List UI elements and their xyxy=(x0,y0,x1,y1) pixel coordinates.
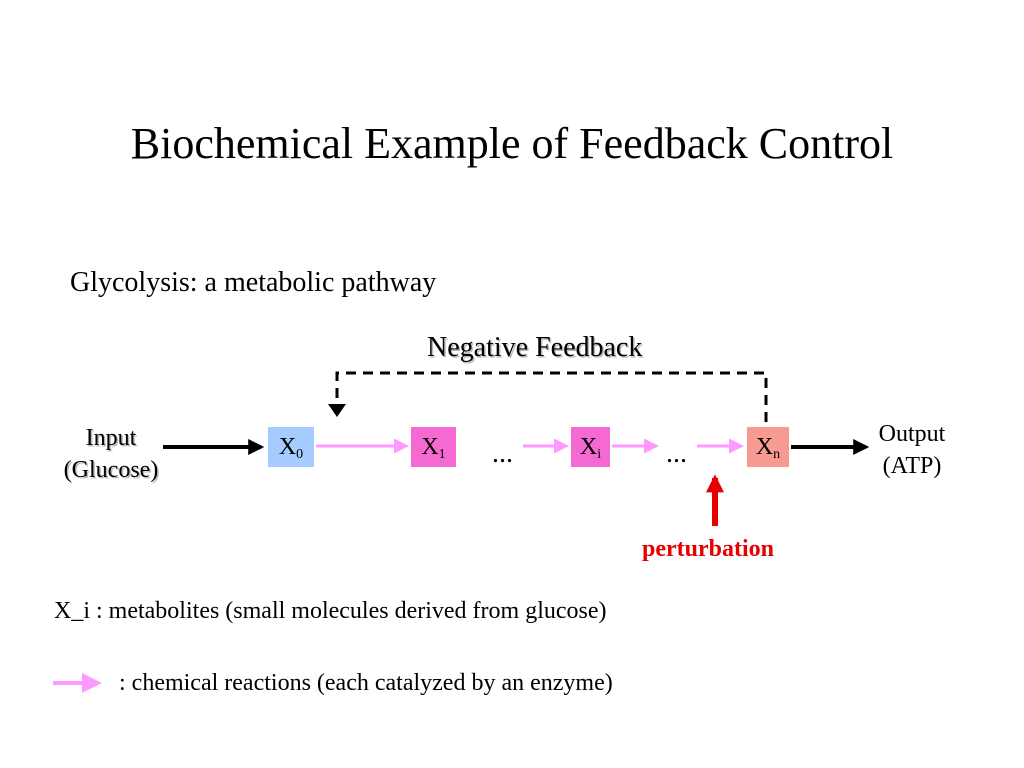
feedback-arrowhead xyxy=(328,404,346,417)
input-label-line1: Input xyxy=(85,425,137,451)
node-base: X xyxy=(579,434,598,460)
input-label: Input (Glucose) xyxy=(48,422,174,486)
node-x1: X1 xyxy=(411,427,456,467)
ellipsis-1: ... xyxy=(492,438,513,469)
node-base: X xyxy=(421,434,439,460)
metabolite-definition: X_i : metabolites (small molecules deriv… xyxy=(54,598,607,624)
reaction-legend-text: : chemical reactions (each catalyzed by … xyxy=(119,670,613,696)
node-xn: Xn xyxy=(747,427,789,467)
node-subscript: 0 xyxy=(296,447,304,462)
node-x0: X0 xyxy=(268,427,314,467)
node-base: X xyxy=(755,434,774,460)
feedback-dashed-line xyxy=(335,371,768,422)
node-subscript: n xyxy=(773,447,781,462)
node-base: X xyxy=(278,434,297,460)
output-label-line1: Output xyxy=(878,421,946,447)
node-xi: Xi xyxy=(571,427,610,467)
output-label: Output (ATP) xyxy=(862,418,962,482)
input-label-line2: (Glucose) xyxy=(63,457,159,483)
node-subscript: 1 xyxy=(438,447,446,462)
slide-subtitle: Glycolysis: a metabolic pathway xyxy=(70,267,437,298)
ellipsis-2: ... xyxy=(666,438,687,469)
output-label-line2: (ATP) xyxy=(882,453,942,479)
slide-title: Biochemical Example of Feedback Control xyxy=(130,119,894,168)
node-subscript: i xyxy=(597,447,602,462)
perturbation-label: perturbation xyxy=(642,536,774,562)
negative-feedback-label: Negative Feedback xyxy=(427,332,643,363)
